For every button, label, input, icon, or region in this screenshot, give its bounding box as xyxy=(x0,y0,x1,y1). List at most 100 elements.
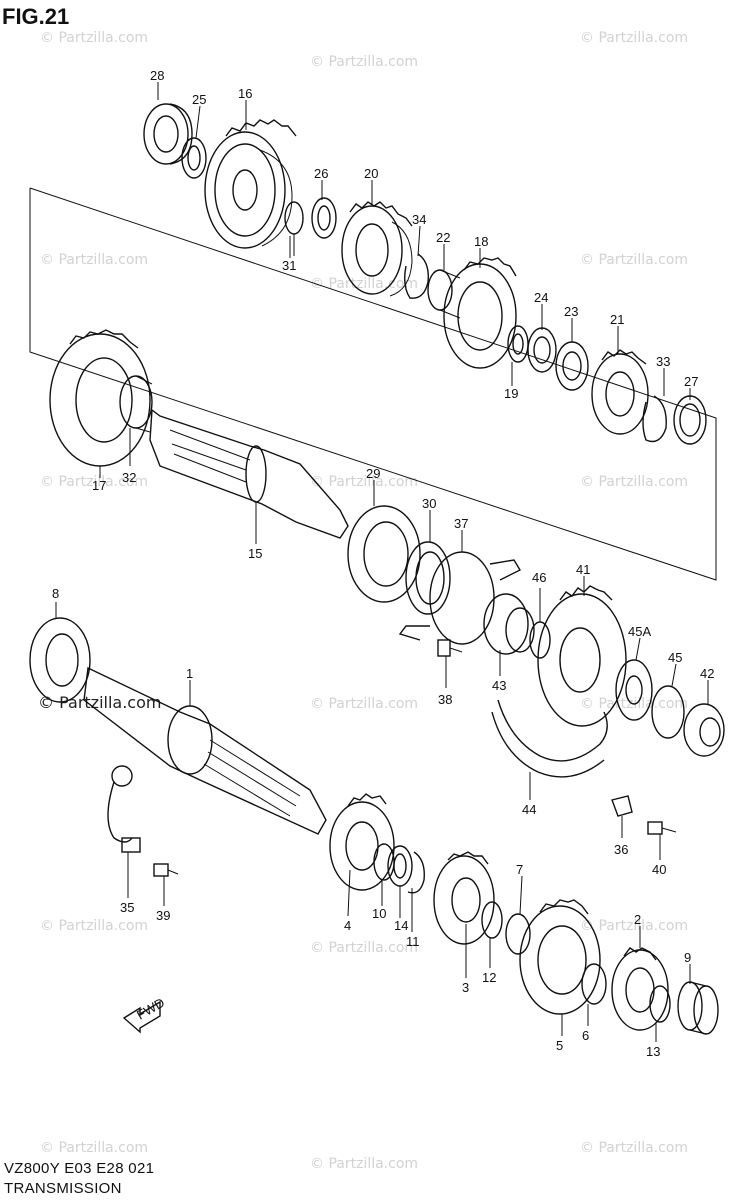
part-label-30: 30 xyxy=(422,496,436,511)
part-3-gear xyxy=(433,851,495,945)
part-label-8: 8 xyxy=(52,586,59,601)
part-44-chain xyxy=(491,699,608,778)
part-15-countershaft xyxy=(149,408,349,540)
part-label-3: 3 xyxy=(462,980,469,995)
fwd-arrow-icon: FWD xyxy=(122,995,167,1034)
part-41-sprocket xyxy=(537,585,627,727)
watermark: © Partzilla.com xyxy=(580,474,689,490)
part-label-24: 24 xyxy=(534,290,548,305)
part-label-35: 35 xyxy=(120,900,134,915)
part-7-circlip xyxy=(505,913,531,955)
part-label-33: 33 xyxy=(656,354,670,369)
part-20-gear xyxy=(341,201,413,297)
part-label-16: 16 xyxy=(238,86,252,101)
figure-title: FIG.21 xyxy=(2,4,70,29)
part-label-39: 39 xyxy=(156,908,170,923)
part-label-4: 4 xyxy=(344,918,351,933)
part-6-bushing xyxy=(581,963,607,1005)
part-label-11: 11 xyxy=(406,934,420,949)
part-21-gear xyxy=(591,349,649,435)
part-label-38: 38 xyxy=(438,692,452,707)
watermark: © Partzilla.com xyxy=(310,54,419,70)
part-label-23: 23 xyxy=(564,304,578,319)
part-42-nut xyxy=(683,703,725,757)
countershaft-group-frame xyxy=(29,187,717,581)
watermark: © Partzilla.com xyxy=(310,474,419,490)
part-8-bearing xyxy=(29,617,91,703)
part-1-drive-shaft xyxy=(83,666,327,835)
part-33-circlip xyxy=(642,395,667,443)
watermark: © Partzilla.com xyxy=(580,918,689,934)
part-label-37: 37 xyxy=(454,516,468,531)
part-label-9: 9 xyxy=(684,950,691,965)
watermark: © Partzilla.com xyxy=(40,30,149,46)
part-label-45a: 45A xyxy=(628,624,651,639)
part-label-46: 46 xyxy=(532,570,546,585)
part-label-26: 26 xyxy=(314,166,328,181)
part-17-gear xyxy=(49,329,151,467)
part-28-bearing xyxy=(143,103,193,165)
part-45-lock-washer xyxy=(651,685,685,739)
part-24-washer xyxy=(527,327,557,373)
watermark: © Partzilla.com xyxy=(310,276,419,292)
part-35-bracket xyxy=(107,765,141,853)
part-label-13: 13 xyxy=(646,1044,660,1059)
part-label-40: 40 xyxy=(652,862,666,877)
part-34-circlip xyxy=(403,253,429,299)
watermark: © Partzilla.com xyxy=(40,1140,149,1156)
part-32-bushing xyxy=(119,375,153,433)
part-label-42: 42 xyxy=(700,666,714,681)
part-label-20: 20 xyxy=(364,166,378,181)
part-label-31: 31 xyxy=(282,258,296,273)
part-label-29: 29 xyxy=(366,466,380,481)
part-5-gear xyxy=(519,899,601,1015)
part-11-circlip xyxy=(407,851,425,894)
watermark: © Partzilla.com xyxy=(40,474,149,490)
part-label-27: 27 xyxy=(684,374,698,389)
part-13-washer xyxy=(649,985,671,1023)
watermark-dark: © Partzilla.com xyxy=(38,693,162,712)
part-label-19: 19 xyxy=(504,386,518,401)
part-label-44: 44 xyxy=(522,802,536,817)
part-9-collar xyxy=(677,981,719,1035)
part-label-45: 45 xyxy=(668,650,682,665)
watermark: © Partzilla.com xyxy=(310,940,419,956)
part-18-gear xyxy=(443,257,517,369)
part-label-2: 2 xyxy=(634,912,641,927)
part-label-28: 28 xyxy=(150,68,164,83)
part-label-41: 41 xyxy=(576,562,590,577)
watermark: © Partzilla.com xyxy=(580,252,689,268)
part-label-12: 12 xyxy=(482,970,496,985)
part-12-washer xyxy=(481,901,503,939)
part-label-7: 7 xyxy=(516,862,523,877)
part-36-clip xyxy=(611,795,633,817)
part-26-washer xyxy=(311,197,337,239)
part-29-bearing xyxy=(347,505,421,603)
part-label-15: 15 xyxy=(248,546,262,561)
part-label-21: 21 xyxy=(610,312,624,327)
watermark: © Partzilla.com xyxy=(40,918,149,934)
part-label-25: 25 xyxy=(192,92,206,107)
part-label-17: 17 xyxy=(92,478,106,493)
part-4-gear xyxy=(329,793,395,891)
part-label-5: 5 xyxy=(556,1038,563,1053)
watermark: © Partzilla.com xyxy=(310,1156,419,1172)
part-label-10: 10 xyxy=(372,906,386,921)
part-label-43: 43 xyxy=(492,678,506,693)
part-label-32: 32 xyxy=(122,470,136,485)
leader-lines xyxy=(55,82,709,1042)
part-2-gear xyxy=(611,947,669,1031)
part-40-bolt xyxy=(647,821,677,835)
part-label-6: 6 xyxy=(582,1028,589,1043)
part-39-bolt xyxy=(153,863,179,877)
part-label-18: 18 xyxy=(474,234,488,249)
part-label-14: 14 xyxy=(394,918,408,933)
part-43-spacer xyxy=(483,593,535,655)
watermark: © Partzilla.com xyxy=(40,252,149,268)
part-14-washer xyxy=(387,845,413,887)
part-38-bolt xyxy=(437,639,463,657)
part-45a-washer xyxy=(615,659,653,721)
part-label-1: 1 xyxy=(186,666,193,681)
part-25-washer xyxy=(181,137,207,179)
